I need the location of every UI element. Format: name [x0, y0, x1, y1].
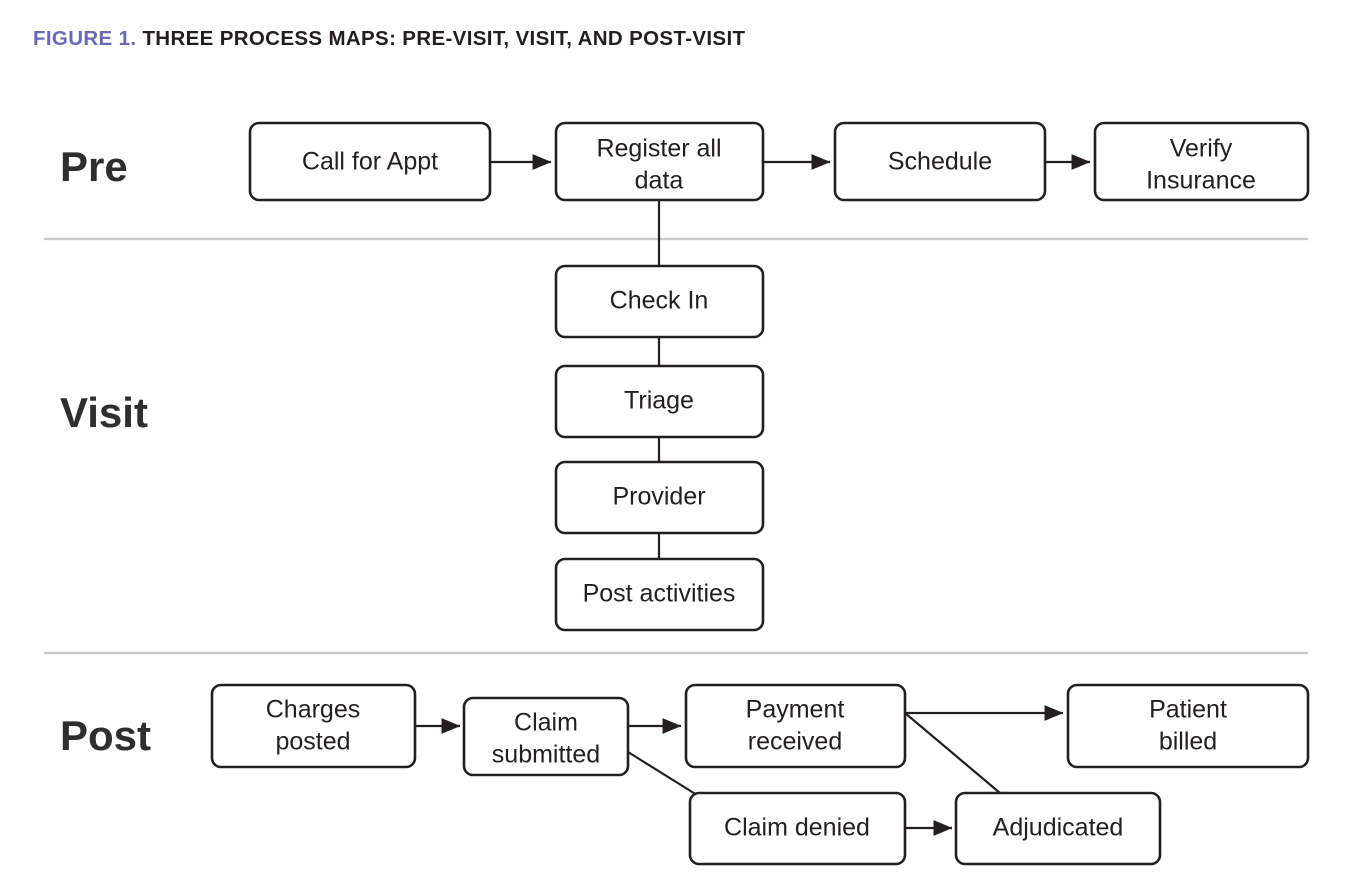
node-label-triage: Triage	[624, 387, 694, 415]
node-schedule[interactable]: Schedule	[833, 121, 1047, 202]
node-label-schedule: Schedule	[888, 148, 992, 176]
node-verify-insurance[interactable]: Verify Insurance	[1093, 121, 1310, 202]
node-label-post-activities: Post activities	[583, 580, 736, 608]
node-payment-received[interactable]: Payment received	[684, 683, 907, 769]
node-provider[interactable]: Provider	[554, 460, 765, 535]
band-label-pre: Pre	[60, 143, 128, 190]
node-label-claim-submitted-line1: Claim	[514, 709, 578, 737]
node-charges-posted[interactable]: Charges posted	[210, 683, 417, 769]
node-label-charges-posted-line1: Charges	[266, 696, 361, 724]
band-label-post: Post	[60, 712, 151, 759]
node-label-register-all-data-line1: Register all	[596, 135, 721, 163]
node-label-verify-insurance-line1: Verify	[1170, 135, 1233, 163]
figure-number-label: FIGURE 1.	[33, 27, 137, 50]
node-label-patient-billed-line1: Patient	[1149, 696, 1227, 724]
node-post-activities[interactable]: Post activities	[554, 557, 765, 632]
node-check-in[interactable]: Check In	[554, 264, 765, 339]
node-label-charges-posted-line2: posted	[275, 728, 350, 756]
node-register-all-data[interactable]: Register all data	[554, 121, 765, 202]
node-call-for-appt[interactable]: Call for Appt	[248, 121, 492, 202]
edge-payment-to-adjudicated	[904, 712, 1001, 794]
node-label-call-for-appt: Call for Appt	[302, 148, 438, 176]
node-label-patient-billed-line2: billed	[1159, 728, 1217, 756]
node-claim-submitted[interactable]: Claim submitted	[462, 696, 630, 777]
node-label-check-in: Check In	[610, 287, 709, 315]
node-label-payment-received-line2: received	[748, 728, 843, 756]
node-label-claim-submitted-line2: submitted	[492, 741, 600, 769]
node-adjudicated[interactable]: Adjudicated	[954, 791, 1162, 866]
figure-title: FIGURE 1. THREE PROCESS MAPS: PRE-VISIT,…	[33, 27, 745, 51]
node-label-claim-denied: Claim denied	[724, 814, 870, 842]
node-label-verify-insurance-line2: Insurance	[1146, 167, 1256, 195]
node-label-register-all-data-line2: data	[635, 167, 684, 195]
node-claim-denied[interactable]: Claim denied	[688, 791, 907, 866]
edge-claim-to-denied	[627, 751, 698, 796]
band-label-visit: Visit	[60, 389, 148, 436]
node-label-payment-received-line1: Payment	[746, 696, 845, 724]
node-patient-billed[interactable]: Patient billed	[1066, 683, 1310, 769]
node-triage[interactable]: Triage	[554, 364, 765, 439]
node-label-provider: Provider	[612, 483, 705, 511]
node-label-adjudicated: Adjudicated	[993, 814, 1124, 842]
figure-title-text: THREE PROCESS MAPS: PRE-VISIT, VISIT, AN…	[142, 27, 746, 50]
